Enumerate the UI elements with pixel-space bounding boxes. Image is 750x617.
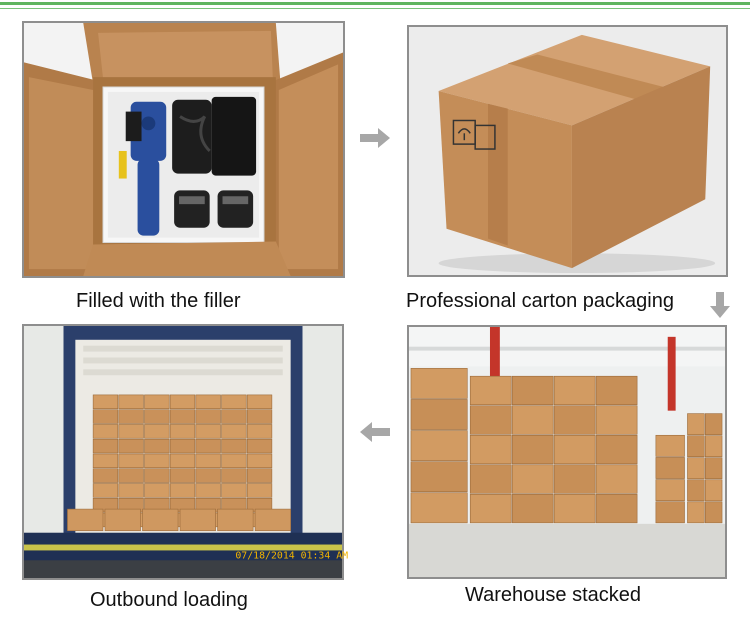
caption-professional-carton: Professional carton packaging [406,290,674,312]
top-decorative-bar [0,0,750,14]
open-box-illustration [24,23,343,276]
carton-illustration [409,27,726,275]
photo-timestamp: 07/18/2014 01:34 AM [235,550,348,561]
photo-outbound-loading: 07/18/2014 01:34 AM [22,324,348,580]
warehouse-illustration [409,327,725,577]
warehouse-box-stacks [410,368,723,524]
caption-warehouse-stacked: Warehouse stacked [465,584,642,606]
container-illustration: 07/18/2014 01:34 AM [24,326,348,578]
arrow-down-icon [709,290,731,320]
arrow-right-icon [358,127,392,149]
photo-warehouse-stacked [407,325,727,579]
top-green-line [0,2,750,5]
caption-filled-with-filler: Filled with the filler [76,290,241,312]
caption-outbound-loading: Outbound loading [90,589,248,611]
arrow-left-icon [358,421,392,443]
photo-filled-box [22,21,345,278]
top-green-thin-line [0,8,750,9]
container-box-stack [67,394,291,532]
photo-carton-packaging [407,25,728,277]
